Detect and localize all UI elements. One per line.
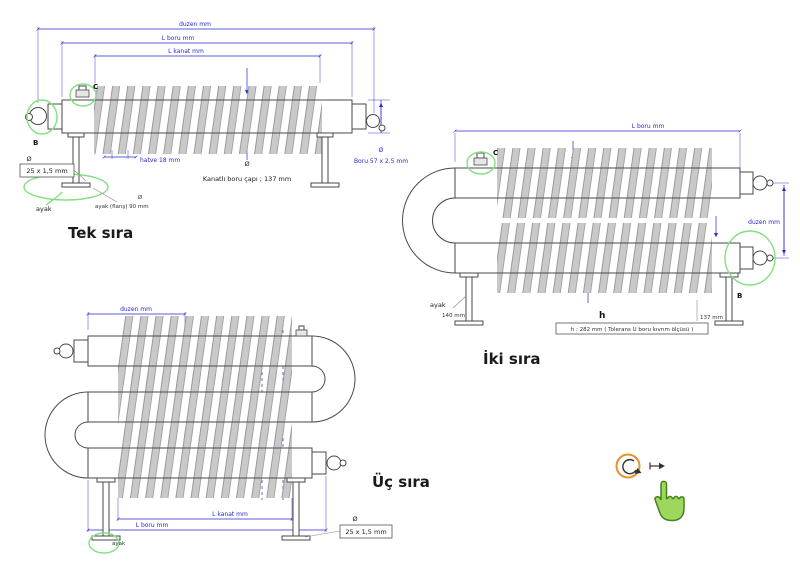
flange-circle-left: [58, 343, 74, 359]
label-25x15: 25 x 1,5 mm: [26, 167, 67, 175]
support-leg-left: [91, 477, 121, 541]
vent-fitting: [473, 152, 488, 166]
dim-label-l-kanat: L kanat mm: [168, 48, 204, 55]
u-bend-right-outer: [311, 335, 356, 423]
label-hatve: hatve 18 mm: [140, 157, 180, 164]
dim-label-l-boru: L boru mm: [136, 522, 169, 529]
dim-label-duzen: duzen mm: [120, 306, 152, 313]
label-kanatli-boru: Kanatlı boru çapı ; 137 mm: [203, 175, 291, 183]
tube-end-cap-left: [47, 103, 63, 130]
u-bend-outer: [402, 167, 456, 274]
label-h-tolerance: h ; 282 mm ( Tolerans U boru kıvrım ölçü…: [571, 327, 694, 333]
label-c: C: [93, 83, 98, 91]
label-box-25x15: [19, 163, 75, 178]
flange-bolt-left: [53, 347, 61, 355]
label-ayak: ayak: [430, 301, 446, 309]
vent-fitting: [75, 85, 90, 98]
label-h: h: [599, 311, 605, 321]
label-140mm: 140 mm: [442, 313, 465, 319]
flange-bolt-right: [339, 459, 347, 467]
support-leg-right: [281, 477, 311, 541]
label-ayak-flans: ayak (flanş) 90 mm: [95, 204, 149, 210]
support-leg-left: [454, 272, 484, 326]
dia-symbol: Ø: [352, 515, 357, 523]
label-ayak: ayak: [112, 541, 126, 547]
tube-end-cap-bottom: [739, 246, 754, 270]
dia-symbol-3: Ø: [244, 160, 249, 168]
triple-row-drawing: duzen mm L kanat mm L boru mm Ø 25 x 1,5…: [44, 306, 430, 554]
double-row-drawing: L boru mm duzen mm C B ayak 140 mm h h ;…: [402, 123, 789, 368]
title-double-row: İki sıra: [483, 349, 541, 368]
flange-circle-right: [366, 114, 380, 128]
fin-band-top: [497, 148, 712, 218]
highlight-ellipse-c: [466, 151, 496, 175]
orbit-icon-arrowhead: [634, 468, 642, 474]
dia-symbol-1: Ø: [26, 155, 31, 163]
fin-band-bottom: [497, 223, 712, 293]
support-leg-right: [714, 272, 744, 326]
label-box-25x15: [339, 524, 393, 539]
dim-label-l-boru: L boru mm: [162, 35, 195, 42]
dim-label-l-boru: L boru mm: [632, 123, 665, 130]
label-boru57: Boru 57 x 2.5 mm: [354, 158, 408, 165]
flange-circle-bottom: [752, 250, 768, 266]
flange-bolt-top: [766, 179, 774, 187]
dim-label-duzen: duzen mm: [748, 219, 780, 226]
dia-symbol-4: Ø: [379, 147, 384, 154]
label-b: B: [737, 292, 742, 300]
u-bend-right-inner: [311, 365, 326, 393]
orbit-rotate-icon: [622, 458, 637, 475]
dia-symbol-2: Ø: [138, 194, 143, 201]
title-single-row: Tek sıra: [68, 224, 133, 242]
dim-label-duzen: duzen mm: [179, 21, 211, 28]
fin-band: [94, 86, 322, 154]
flange-circle-top: [752, 175, 768, 191]
tube-end-cap-right: [351, 103, 367, 130]
support-leg-right: [310, 132, 340, 188]
highlight-ellipse-c: [69, 83, 97, 107]
highlight-leader: [45, 191, 63, 206]
dim-label-l-kanat: L kanat mm: [212, 511, 248, 518]
highlight-ellipse-b: [724, 230, 776, 286]
pan-arrow-icon: [649, 462, 665, 470]
tube-end-cap-left: [73, 339, 89, 363]
flange-bolt-bottom: [766, 254, 774, 262]
u-bend-inner: [432, 197, 456, 244]
tube-end-cap-right: [311, 451, 327, 475]
highlight-ellipse-foot: [88, 532, 120, 554]
label-ayak: ayak: [36, 205, 52, 213]
title-triple-row: Üç sıra: [372, 472, 430, 491]
flange-bolt-right: [378, 124, 386, 132]
fin-band-3: [118, 428, 292, 498]
support-leg-left: [61, 132, 91, 188]
hand-cursor-icon: [654, 480, 685, 522]
single-row-drawing: C B duzen mm L boru mm L kanat mm Ø 25 x…: [19, 21, 408, 242]
label-c: C: [493, 149, 498, 157]
label-137mm: 137 mm: [700, 315, 723, 321]
u-bend-left-outer: [44, 391, 89, 479]
u-bend-left-inner: [74, 421, 89, 449]
h-tolerance-box: [555, 322, 709, 335]
vent-fitting: [295, 325, 308, 337]
tube-end-cap-top: [739, 171, 754, 195]
label-b: B: [33, 139, 38, 147]
flange-circle-right: [326, 455, 342, 471]
highlight-ellipse-b: [26, 99, 58, 135]
cursor-overlay: [615, 453, 685, 522]
dimension-lines-double: [453, 129, 789, 303]
label-25x15: 25 x 1,5 mm: [345, 528, 386, 536]
